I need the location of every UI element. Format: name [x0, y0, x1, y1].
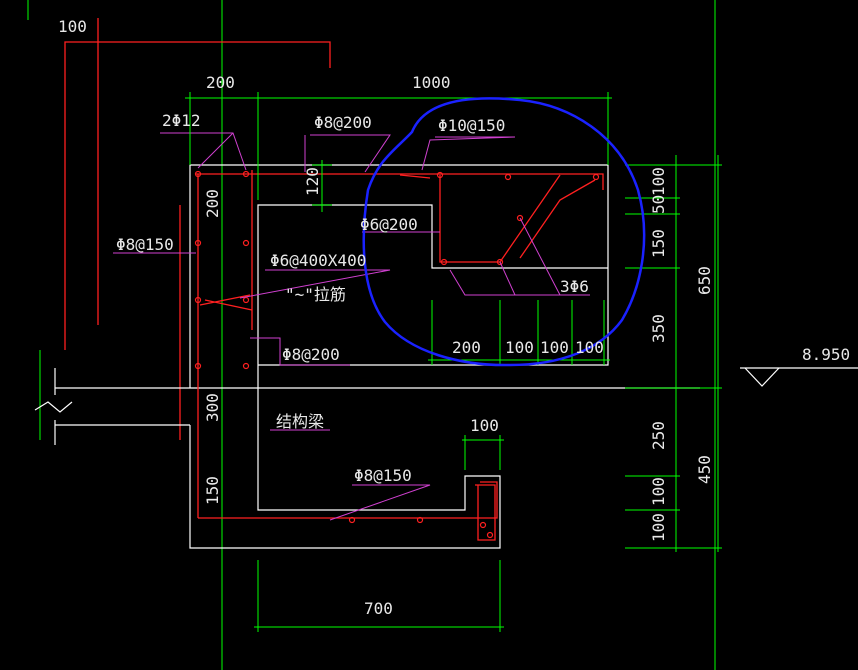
label-dim-100-c: 100: [575, 338, 604, 357]
label-dim-100-b: 100: [540, 338, 569, 357]
label-r-250: 250: [649, 421, 668, 450]
existing-structure-outline: [64, 18, 331, 440]
section-outline: [34, 164, 700, 549]
label-3phi6: 3Φ6: [560, 277, 589, 296]
markup-circle: [362, 97, 646, 367]
label-phi6-200: Φ6@200: [360, 215, 418, 234]
label-dim-200-bot: 200: [452, 338, 481, 357]
rebar: [194, 170, 604, 541]
label-r-50: 50: [649, 195, 668, 214]
label-r-150: 150: [649, 229, 668, 258]
label-r-450: 450: [695, 455, 714, 484]
label-beam: 结构梁: [276, 412, 324, 431]
label-r-100-bot: 100: [649, 513, 668, 542]
label-phi8-200-mid: Φ8@200: [282, 345, 340, 364]
label-tie: "~"拉筋: [285, 285, 346, 304]
label-dim-1000: 1000: [412, 73, 451, 92]
label-r-350: 350: [649, 314, 668, 343]
label-2phi12: 2Φ12: [162, 111, 201, 130]
reference-lines: [27, 0, 716, 670]
label-phi8-150-bot: Φ8@150: [354, 466, 412, 485]
label-top-100: 100: [58, 17, 87, 36]
label-dim-200-side: 200: [203, 189, 222, 218]
label-dim-120: 120: [303, 167, 322, 196]
leader-lines: [113, 132, 590, 521]
label-dim-100-small: 100: [470, 416, 499, 435]
label-phi8-150-left: Φ8@150: [116, 235, 174, 254]
label-dim-300: 300: [203, 393, 222, 422]
label-dim-150: 150: [203, 476, 222, 505]
label-phi6-400x400: Φ6@400X400: [270, 251, 366, 270]
labels: 100 200 1000 2Φ12 Φ8@200 Φ10@150 120 200…: [58, 17, 850, 618]
label-phi10-150: Φ10@150: [438, 116, 505, 135]
label-r-100-mid: 100: [649, 477, 668, 506]
label-elevation: 8.950: [802, 345, 850, 364]
label-phi8-200-top: Φ8@200: [314, 113, 372, 132]
label-dim-700: 700: [364, 599, 393, 618]
label-dim-200-top: 200: [206, 73, 235, 92]
label-r-650: 650: [695, 266, 714, 295]
label-dim-100-a: 100: [505, 338, 534, 357]
label-r-100-top: 100: [649, 167, 668, 196]
